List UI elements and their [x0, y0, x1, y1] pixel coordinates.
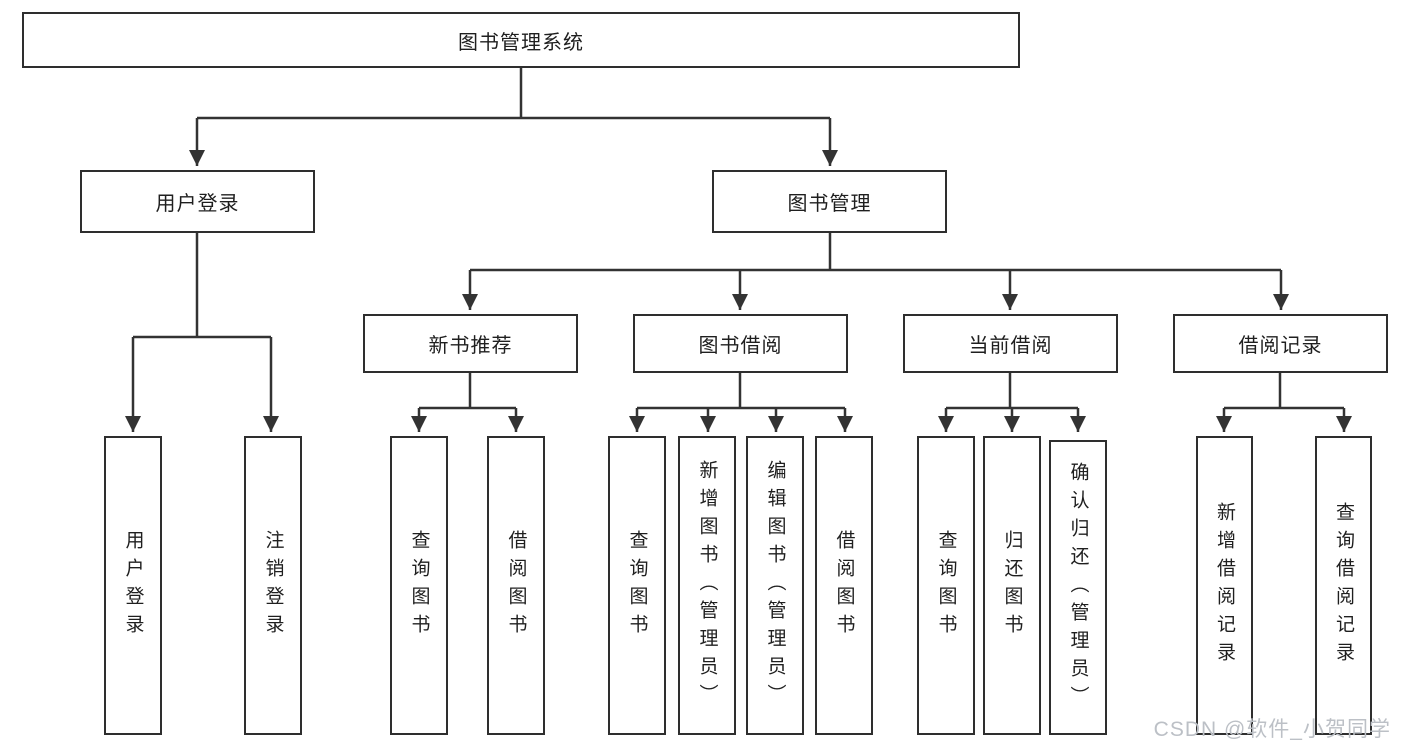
node-new-book-recommend: 新书推荐	[363, 314, 578, 373]
leaf-current-return-books: 归还图书	[983, 436, 1041, 735]
node-book-borrowing: 图书借阅	[633, 314, 848, 373]
node-current-borrowing: 当前借阅	[903, 314, 1118, 373]
leaf-borrowing-edit-books: 编辑图书（管理员）	[746, 436, 804, 735]
leaf-recommend-borrow-books: 借阅图书	[487, 436, 545, 735]
leaf-user-login: 用户登录	[104, 436, 162, 735]
leaf-recommend-query-books: 查询图书	[390, 436, 448, 735]
node-root: 图书管理系统	[22, 12, 1020, 68]
leaf-records-query-record: 查询借阅记录	[1315, 436, 1372, 735]
leaf-borrowing-query-books: 查询图书	[608, 436, 666, 735]
leaf-borrowing-add-books: 新增图书（管理员）	[678, 436, 736, 735]
leaf-current-confirm-return: 确认归还（管理员）	[1049, 440, 1107, 735]
leaf-records-add-record: 新增借阅记录	[1196, 436, 1253, 735]
node-user-login: 用户登录	[80, 170, 315, 233]
leaf-borrowing-borrow-books: 借阅图书	[815, 436, 873, 735]
node-book-management: 图书管理	[712, 170, 947, 233]
leaf-logout: 注销登录	[244, 436, 302, 735]
node-borrowing-records: 借阅记录	[1173, 314, 1388, 373]
leaf-current-query-books: 查询图书	[917, 436, 975, 735]
